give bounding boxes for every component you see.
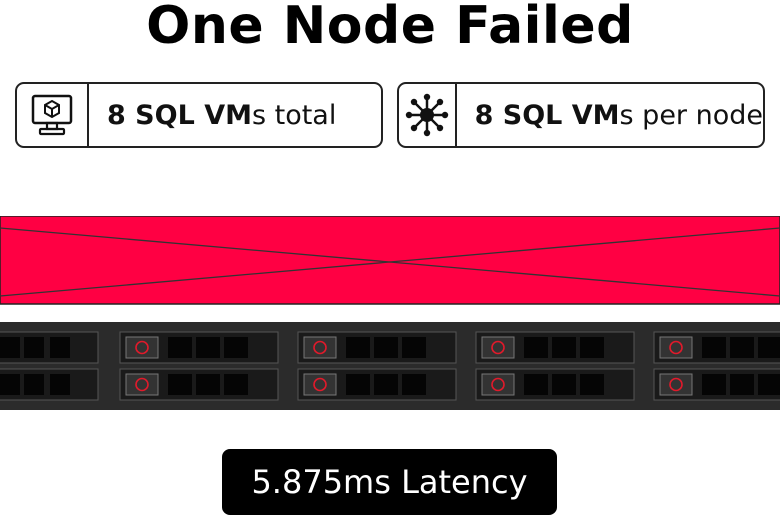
drive-slot <box>224 337 248 358</box>
status-led <box>669 377 683 392</box>
drive-latch <box>303 373 337 396</box>
drive-latch <box>125 336 159 359</box>
drive-slot <box>224 374 248 395</box>
drive-slot <box>346 374 370 395</box>
status-led <box>491 377 505 392</box>
drive-slot <box>346 337 370 358</box>
monitor-cube-icon <box>17 84 89 146</box>
drive-latch <box>125 373 159 396</box>
drive-slot <box>702 337 726 358</box>
drive-slot <box>374 374 398 395</box>
drive-latch <box>659 336 693 359</box>
drive-slot <box>168 337 192 358</box>
status-led <box>313 340 327 355</box>
drive-slot <box>24 337 44 358</box>
status-led <box>313 377 327 392</box>
healthy-node-server <box>0 322 780 410</box>
network-hub-icon <box>399 84 457 146</box>
status-led <box>669 340 683 355</box>
drive-slot <box>50 337 70 358</box>
failed-node-server <box>0 216 780 305</box>
drive-slot <box>552 374 576 395</box>
status-led <box>491 340 505 355</box>
drive-slot <box>758 337 780 358</box>
drive-slot <box>50 374 70 395</box>
page-title: One Node Failed <box>146 0 634 56</box>
status-led <box>135 377 149 392</box>
drive-slot <box>524 337 548 358</box>
drive-latch <box>659 373 693 396</box>
drive-slot <box>552 337 576 358</box>
drive-slot <box>168 374 192 395</box>
latency-badge: 5.875ms Latency <box>222 449 557 515</box>
drive-slot <box>730 374 754 395</box>
drive-latch <box>481 336 515 359</box>
status-led <box>135 340 149 355</box>
drive-slot <box>402 374 426 395</box>
drive-slot <box>730 337 754 358</box>
drive-latch <box>481 373 515 396</box>
drive-slot <box>580 374 604 395</box>
drive-slot <box>24 374 44 395</box>
drive-slot <box>0 337 20 358</box>
drive-slot <box>402 337 426 358</box>
drive-slot <box>580 337 604 358</box>
drive-slot <box>702 374 726 395</box>
drive-slot <box>196 374 220 395</box>
drive-slot <box>196 337 220 358</box>
drive-latch <box>303 336 337 359</box>
drive-slot <box>524 374 548 395</box>
drive-slot <box>374 337 398 358</box>
drive-slot <box>0 374 20 395</box>
drive-slot <box>758 374 780 395</box>
